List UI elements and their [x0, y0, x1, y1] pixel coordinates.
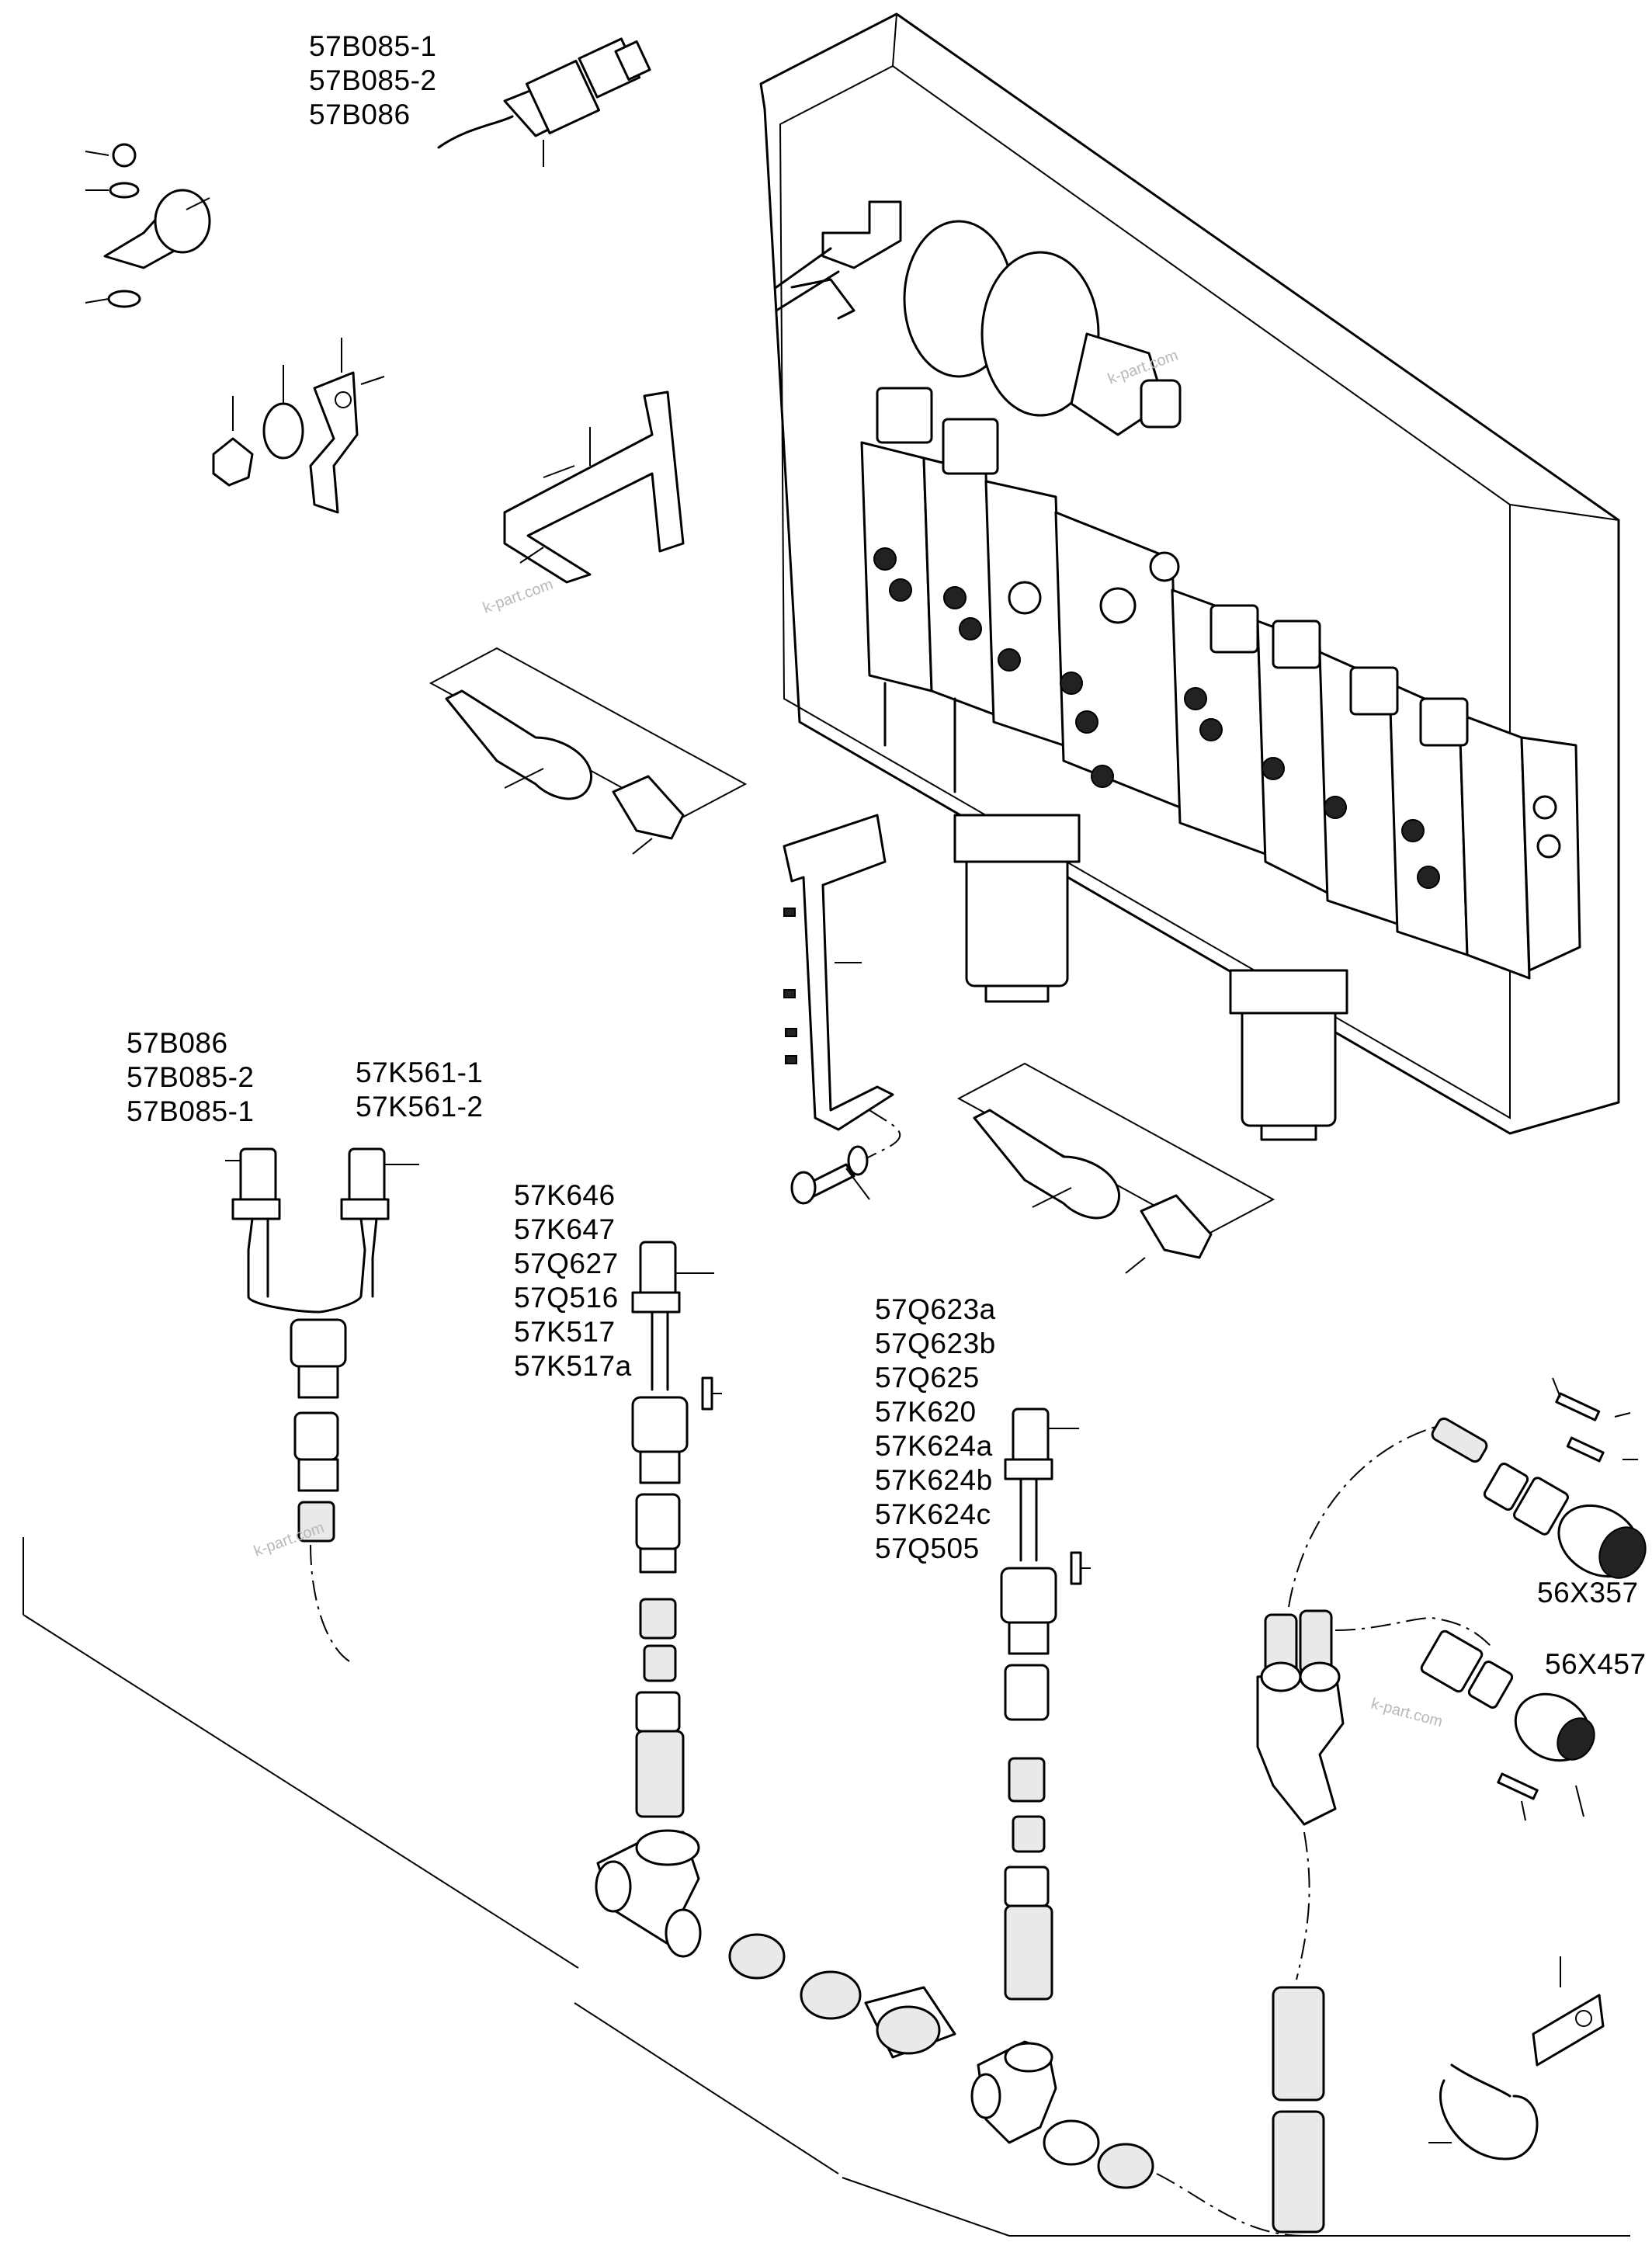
bolt-washer — [790, 1145, 870, 1205]
part-label: 57K624a — [875, 1430, 993, 1462]
part-label: 57K561-1 — [356, 1057, 484, 1088]
right-connector-chain — [1000, 1407, 1091, 2001]
connector-56x357-assembly — [1288, 1377, 1647, 1608]
label-group-top-sensor: 57B085-1 57B085-2 57B086 — [309, 30, 436, 132]
part-label: 57K517a — [514, 1350, 632, 1382]
part-label: 57K561-2 — [356, 1091, 484, 1123]
label-group-middle: 57K646 57K647 57Q627 57Q516 57K517 57K51… — [514, 1178, 632, 1383]
cable-boot-left — [429, 647, 748, 855]
part-label: 57Q623b — [875, 1328, 996, 1359]
left-connector-pair — [225, 1147, 419, 1662]
part-label: 57B085-2 — [127, 1061, 255, 1093]
part-label: 57K517 — [514, 1316, 616, 1348]
middle-connector-chain — [595, 1241, 1312, 2237]
label-group-right: 57Q623a 57Q623b 57Q625 57K620 57K624a 57… — [875, 1293, 996, 1566]
part-label: 57K620 — [875, 1396, 977, 1428]
part-label: 57B085-1 — [127, 1095, 255, 1127]
label-56x457: 56X457 — [1545, 1648, 1647, 1680]
part-label: 57K624c — [875, 1498, 991, 1530]
part-label: 57Q627 — [514, 1248, 619, 1279]
cable-boot-right — [956, 1062, 1275, 1274]
nut-washer-bracket — [212, 338, 385, 514]
watermark-4: k-part.com — [1369, 1695, 1445, 1731]
pressure-sensor-top — [437, 37, 651, 167]
filter-assembly — [953, 814, 1348, 1141]
connector-56x457-assembly — [1256, 1609, 1595, 2233]
part-label: 57B085-1 — [309, 30, 437, 62]
watermark-2: k-part.com — [481, 576, 555, 617]
support-bracket — [503, 390, 685, 584]
label-56x357: 56X357 — [1537, 1577, 1639, 1609]
perspective-lines — [23, 1537, 1630, 2237]
part-label: 57K624b — [875, 1464, 993, 1496]
label-group-left-valve: 57K561-1 57K561-2 — [356, 1056, 483, 1124]
part-label: 57K647 — [514, 1213, 616, 1245]
part-label: 57B086 — [309, 99, 411, 130]
label-group-left-sensor: 57B086 57B085-2 57B085-1 — [127, 1026, 254, 1129]
vertical-bracket — [783, 814, 901, 1161]
part-label: 57Q625 — [875, 1362, 980, 1394]
part-label: 57B085-2 — [309, 64, 437, 96]
part-label: 57Q516 — [514, 1282, 619, 1314]
part-label: 57B086 — [127, 1027, 228, 1059]
cable-tie-and-tag — [1428, 1956, 1605, 2161]
part-label: 57Q505 — [875, 1532, 980, 1564]
clamp-assembly — [85, 143, 211, 308]
valve-block-stack — [860, 387, 1581, 980]
part-label: 57Q623a — [875, 1293, 996, 1325]
accumulator-assembly — [775, 200, 1182, 436]
part-label: 57K646 — [514, 1179, 616, 1211]
